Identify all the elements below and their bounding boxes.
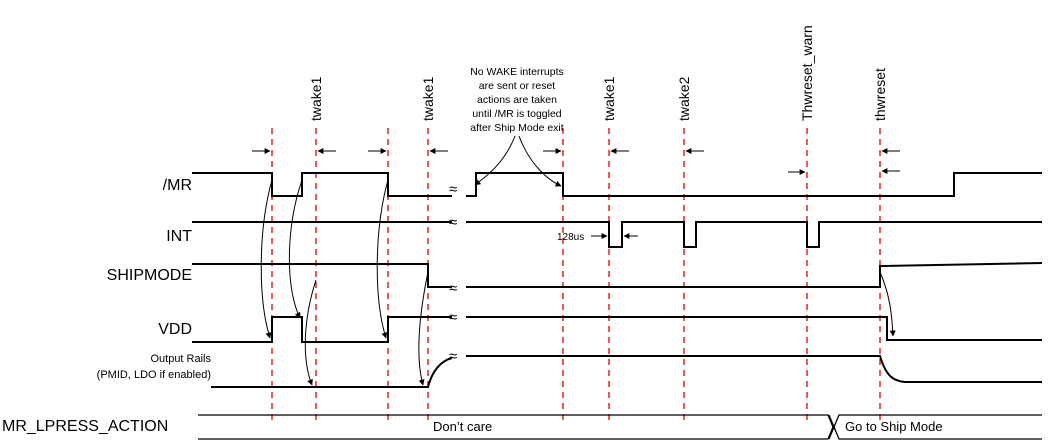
vdd-waveform-continued [466,316,1042,341]
note-line: No WAKE interrupts [470,66,564,78]
break-symbol: ≈ [449,214,457,231]
causality-arrows [260,179,896,386]
shipmode-waveform-continued [466,262,1043,288]
bus-ship-mode-box [833,414,1042,440]
output-rails-waveform-continued [466,355,1042,383]
output-rails-label: Output Rails [150,353,211,365]
note-line: until /MR is toggled [472,108,561,120]
note-block: No WAKE interrupts are sent or reset act… [470,66,564,134]
mr-lpress-action-label: MR_LPRESS_ACTION [2,418,168,435]
cause-arrow [418,271,429,386]
mr-waveform-continued [466,172,1042,197]
twake2-label: twake2 [676,76,692,121]
twake1-label: twake1 [601,76,617,121]
twake1-label: twake1 [420,76,436,121]
break-symbol: ≈ [449,280,457,297]
output-rails-sublabel: (PMID, LDO if enabled) [97,369,211,381]
vdd-waveform [192,316,452,343]
bus-go-to-ship-mode-label: Go to Ship Mode [845,419,943,434]
thwreset-warn-label: Thwreset_warn [799,25,815,121]
vdd-signal-label: VDD [158,321,192,338]
break-symbol: ≈ [449,348,457,365]
mr-waveform [192,172,452,197]
note-line: are sent or reset [479,80,556,92]
cause-arrow [304,279,317,386]
pulse-width-label: 128us [557,232,584,243]
note-line: actions are taken [477,94,557,106]
cause-arrow [879,271,896,337]
twake1-label: twake1 [308,76,324,121]
note-pointer-arrow [474,135,516,186]
shipmode-waveform [192,263,452,288]
mr-signal-label: /MR [163,177,192,194]
cause-arrow [288,179,303,319]
int-waveform-continued [466,221,1042,248]
bus-dont-care-label: Don’t care [433,419,492,434]
note-line: after Ship Mode exit [470,122,563,134]
timing-interval-arrows [252,148,900,175]
time-break-symbols: ≈ ≈ ≈ ≈ ≈ [449,181,457,365]
break-symbol: ≈ [449,181,457,198]
cause-arrow [376,179,389,339]
bus-dont-care-segment [198,414,834,440]
int-signal-label: INT [166,228,192,245]
note-pointer-arrow [518,135,562,187]
cause-arrow [260,179,273,339]
thwreset-label: thwreset [872,68,888,121]
shipmode-signal-label: SHIPMODE [107,267,192,284]
output-rails-waveform [211,357,453,388]
break-symbol: ≈ [449,309,457,326]
